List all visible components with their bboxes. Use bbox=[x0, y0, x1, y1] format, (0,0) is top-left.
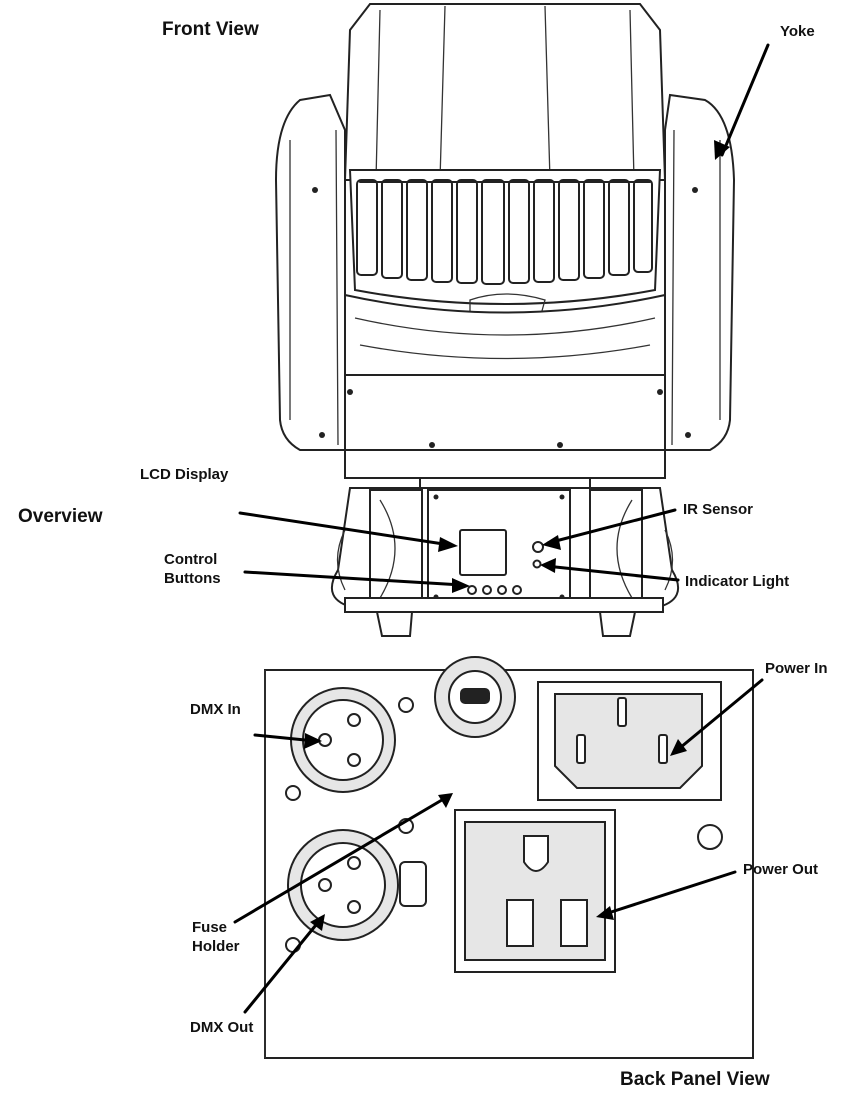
head-lower-housing bbox=[344, 293, 666, 386]
overview-title: Overview bbox=[18, 506, 103, 527]
ir-sensor bbox=[532, 541, 544, 553]
ir-sensor-label: IR Sensor bbox=[683, 501, 754, 518]
control-buttons-label: Control Buttons bbox=[164, 551, 221, 587]
back-panel bbox=[264, 656, 754, 1059]
back-panel-view-title: Back Panel View bbox=[620, 1069, 770, 1090]
yoke-arm-left bbox=[274, 93, 346, 451]
yoke-neck bbox=[344, 449, 666, 479]
dmx-out-label: DMX Out bbox=[190, 1019, 254, 1036]
base-side-left bbox=[369, 489, 423, 606]
yoke-crossbar bbox=[344, 374, 666, 451]
dmx-in-label: DMX In bbox=[190, 701, 241, 718]
control-buttons bbox=[467, 585, 522, 595]
lcd-display bbox=[459, 529, 507, 576]
power-out-socket bbox=[454, 809, 616, 973]
indicator-light-label: Indicator Light bbox=[685, 573, 790, 590]
lcd-display-label: LCD Display bbox=[140, 466, 229, 483]
fuse-holder bbox=[434, 656, 516, 738]
moving-head-fixture bbox=[274, 3, 736, 637]
dmx-out-connector bbox=[285, 818, 427, 953]
power-in-label: Power In bbox=[765, 660, 828, 677]
power-in-socket bbox=[537, 681, 722, 801]
yoke-label: Yoke bbox=[780, 23, 815, 40]
fuse-holder-label: Fuse Holder bbox=[192, 919, 240, 955]
indicator-light bbox=[532, 559, 542, 569]
power-out-label: Power Out bbox=[743, 861, 819, 878]
front-view-title: Front View bbox=[162, 19, 259, 40]
yoke-arm-right bbox=[664, 93, 736, 451]
head-body bbox=[343, 3, 667, 181]
dmx-in-connector bbox=[285, 687, 414, 801]
base-side-right bbox=[589, 489, 643, 606]
callout-arrows bbox=[233, 43, 770, 1014]
